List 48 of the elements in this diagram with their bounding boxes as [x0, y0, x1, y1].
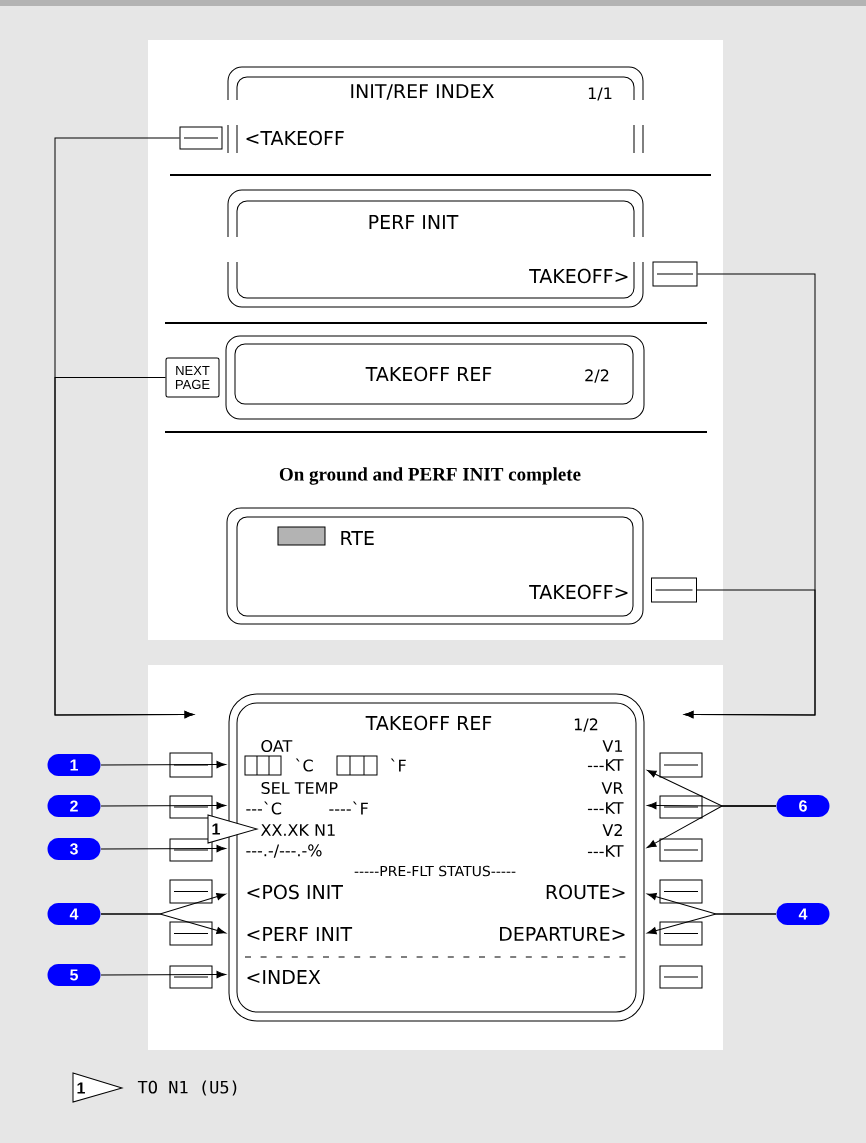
screen-text: ROUTE>: [546, 884, 625, 900]
arrow: [100, 913, 226, 935]
screen-text: ---KT: [587, 802, 624, 814]
line-select-key: [652, 261, 698, 287]
screen-text: 1/1: [588, 87, 612, 101]
screen-text: ----`F: [329, 801, 368, 815]
screen-text: 2/2: [585, 369, 609, 383]
screen-text: TAKEOFF>: [529, 268, 628, 284]
arrow: [54, 377, 194, 719]
screen-text: 1/2: [574, 718, 598, 732]
note-text: TO N1 (U5): [137, 1080, 237, 1096]
screen-text: PERF INIT: [369, 215, 459, 229]
screen-text: OAT: [261, 739, 293, 753]
screen-text: RTE: [341, 531, 374, 545]
screen-text: `F: [390, 758, 406, 772]
arrow: [100, 760, 226, 769]
screen-text: INIT/REF INDEX: [351, 84, 494, 100]
arrow: [100, 844, 226, 853]
screen-text: TAKEOFF REF: [365, 715, 492, 731]
screen-text: <INDEX: [247, 970, 321, 984]
arrow: [100, 801, 226, 810]
arrow: [647, 913, 777, 935]
line-select-key: [651, 577, 697, 603]
screen-text: VR: [601, 782, 624, 794]
screen-text: ---KT: [587, 845, 624, 857]
arrow: [100, 970, 226, 979]
screen-text: TAKEOFF REF: [365, 366, 492, 382]
screen-text: V2: [602, 824, 622, 836]
note-flag: 1: [72, 1072, 123, 1103]
screen-text: ---KT: [587, 759, 624, 771]
screen-text: ---.-/---.-%: [246, 844, 322, 858]
next-page-key: NEXT PAGE: [165, 357, 220, 398]
screen-text: SEL TEMP: [261, 781, 338, 795]
screen-text: XX.XK N1: [260, 824, 335, 836]
screen-text: ---`C: [246, 801, 282, 815]
screen-text: -----PRE-FLT STATUS-----: [354, 865, 516, 877]
screen-text: DEPARTURE>: [500, 926, 625, 942]
caption: On ground and PERF INIT complete: [279, 467, 581, 485]
note-flag: 1: [207, 814, 258, 844]
line-select-key: [179, 126, 223, 150]
screen-text: `C: [295, 758, 313, 772]
screen-text: TAKEOFF>: [529, 584, 628, 600]
screen-text: <PERF INIT: [247, 927, 353, 941]
arrow: [646, 805, 777, 848]
arrow: [684, 589, 816, 719]
screen-text: V1: [602, 740, 622, 752]
screen-text: <POS INIT: [247, 884, 343, 900]
screen-text: <TAKEOFF: [246, 130, 344, 146]
